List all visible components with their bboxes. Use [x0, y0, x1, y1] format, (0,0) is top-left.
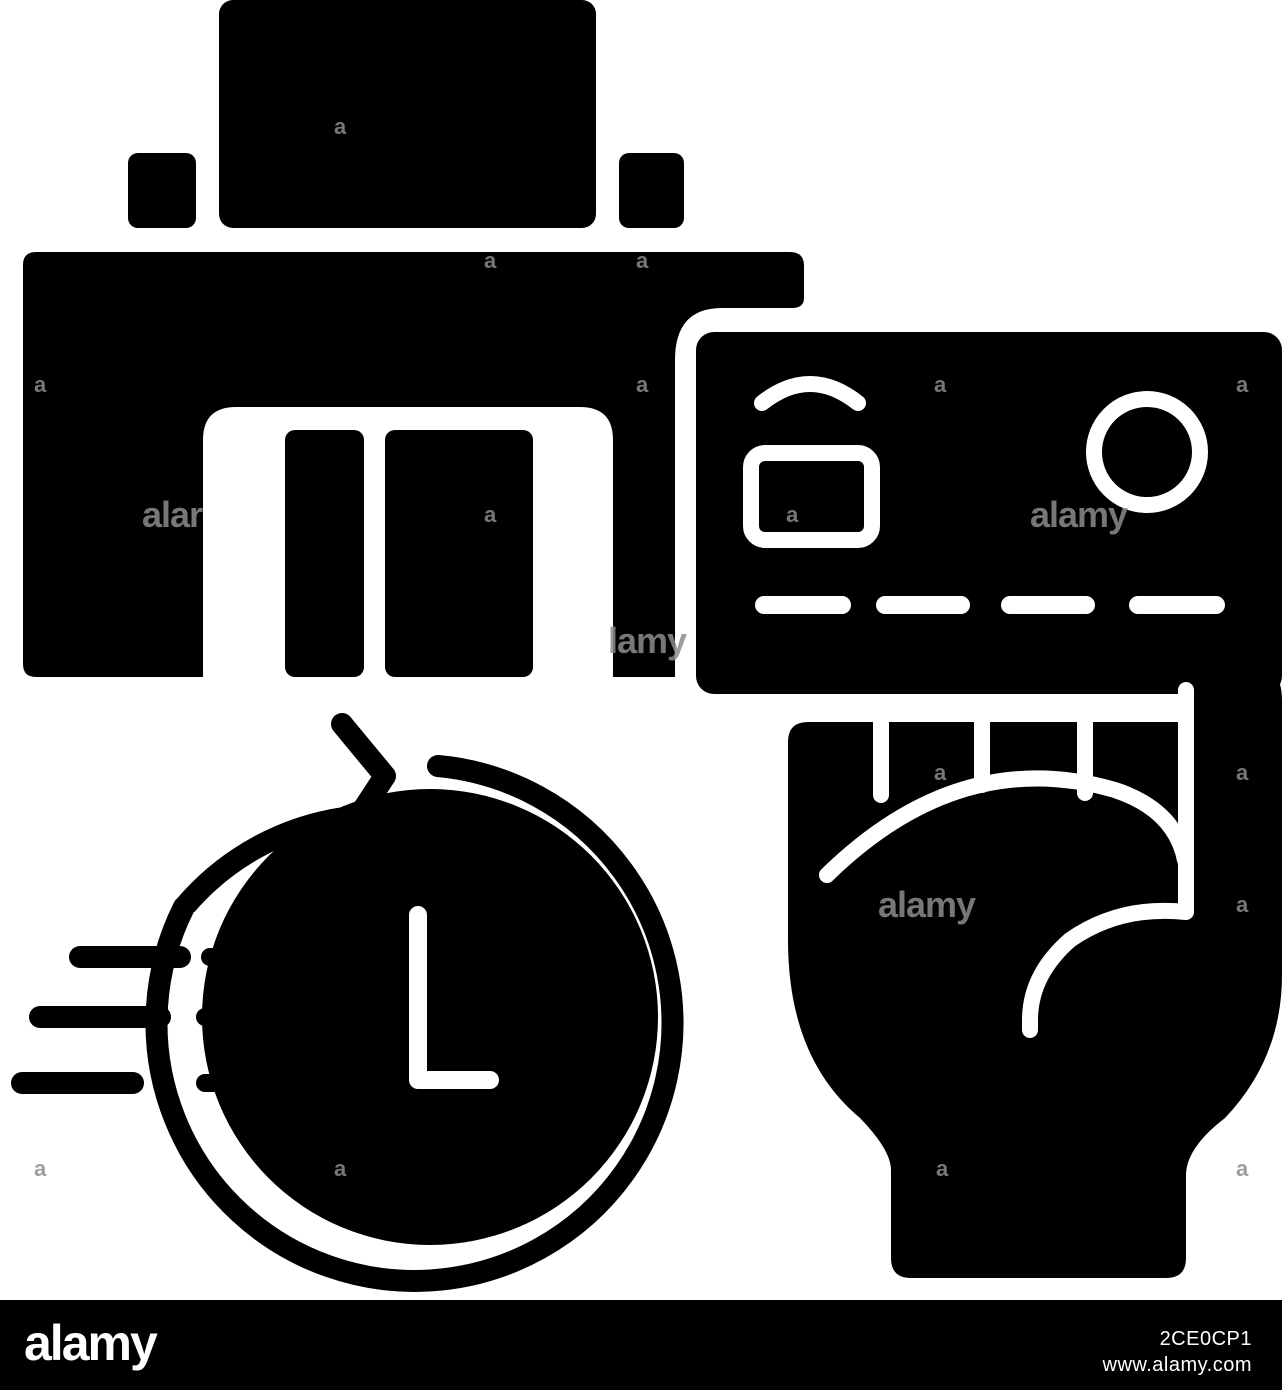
store-roof-top [219, 0, 596, 228]
footer-url[interactable]: www.alamy.com [1102, 1354, 1252, 1376]
watermark-dot: a [34, 372, 47, 397]
watermark-dot: a [1236, 892, 1249, 917]
clock-face [202, 789, 658, 1245]
thumb-outline-line [1022, 682, 1194, 1038]
contactless-payment-glyph [11, 0, 1282, 1292]
watermark-dot: a [934, 372, 947, 397]
watermark-dot: a [1236, 372, 1249, 397]
card-chip-icon [743, 445, 880, 548]
clock-outer-arc [145, 755, 684, 1292]
footer-logo: alamy [24, 1315, 158, 1371]
watermark-dot: a [334, 114, 347, 139]
watermark-right: alamy [1030, 494, 1128, 535]
store-door-left [285, 430, 364, 677]
watermark-dot: a [636, 372, 649, 397]
watermark-mid: lamy [608, 620, 687, 661]
watermark-left: alar [142, 494, 203, 535]
fast-clock-refresh-icon [11, 713, 684, 1292]
hand-holding-card-icon [788, 665, 1282, 1278]
watermark-dot: a [936, 1156, 949, 1181]
footer-bar: alamy 2CE0CP1 www.alamy.com [0, 1300, 1282, 1390]
store-roof-right-block [619, 153, 684, 228]
watermark-center: alamy [878, 884, 976, 925]
card-logo-circle-icon [1086, 391, 1208, 513]
image-id: 2CE0CP1 [1159, 1328, 1252, 1350]
watermark-dot: a [934, 760, 947, 785]
watermark-dot: a [484, 502, 497, 527]
watermark-dot: a [334, 1156, 347, 1181]
contactless-arc-icon [754, 376, 866, 411]
watermark-dot: a [34, 1156, 47, 1181]
speed-lines-icon [11, 946, 191, 1094]
watermark-dot: a [484, 248, 497, 273]
watermark-dot: a [1236, 1156, 1249, 1181]
speed-lines-accent [196, 948, 299, 1092]
watermark-dot: a [636, 248, 649, 273]
store-door-right [385, 430, 533, 677]
store-roof-left-block [128, 153, 196, 228]
store-body [23, 252, 804, 677]
credit-card-icon [696, 332, 1282, 694]
finger-curve-line [819, 770, 1193, 883]
clock-hands-icon [409, 906, 499, 1089]
watermark-dot: a [1236, 760, 1249, 785]
watermark-dot: a [786, 502, 799, 527]
store-building-icon [23, 0, 804, 677]
